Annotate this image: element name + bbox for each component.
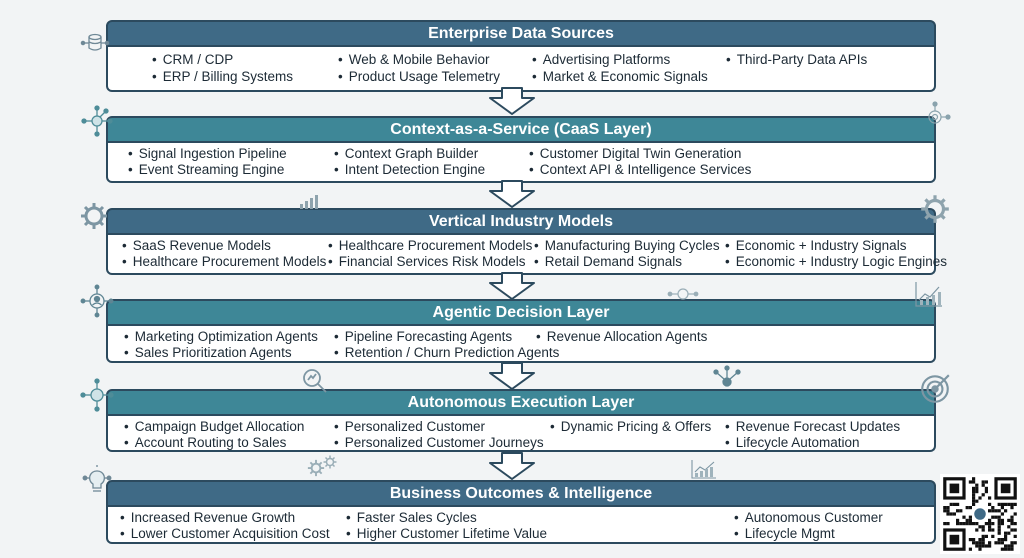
database-network-icon	[80, 33, 110, 51]
layer-items: Marketing Optimization Agents Sales Prio…	[106, 326, 936, 363]
gear-icon	[81, 203, 107, 229]
layer-title: Enterprise Data Sources	[106, 20, 936, 47]
list-item: Signal Ingestion Pipeline	[128, 146, 287, 161]
list-item: Financial Services Risk Models	[328, 254, 526, 269]
layer-title: Vertical Industry Models	[106, 208, 936, 235]
list-item: Sales Prioritization Agents	[124, 345, 292, 360]
list-item: Autonomous Customer	[734, 510, 883, 525]
down-arrow-icon	[489, 362, 535, 390]
down-arrow-icon	[489, 272, 535, 300]
layer-title: Business Outcomes & Intelligence	[106, 480, 936, 507]
list-item: Personalized Customer Journeys	[334, 435, 544, 450]
list-item: Economic + Industry Signals	[725, 238, 907, 253]
list-item: Third-Party Data APIs	[726, 52, 868, 67]
gear-icon	[307, 459, 325, 477]
layer-enterprise-data-sources: Enterprise Data Sources CRM / CDP ERP / …	[106, 20, 936, 92]
person-network-icon	[80, 284, 114, 318]
list-item: Manufacturing Buying Cycles	[534, 238, 720, 253]
list-item: ERP / Billing Systems	[152, 69, 293, 84]
network-nodes-icon	[667, 288, 699, 300]
lightbulb-icon	[82, 465, 112, 492]
qr-code-icon	[940, 474, 1020, 554]
list-item: Increased Revenue Growth	[120, 510, 295, 525]
layer-vertical-industry-models: Vertical Industry Models SaaS Revenue Mo…	[106, 208, 947, 275]
list-item: Retention / Churn Prediction Agents	[334, 345, 560, 360]
layer-context-as-a-service: Context-as-a-Service (CaaS Layer) Signal…	[106, 116, 936, 183]
layer-items: Increased Revenue Growth Lower Customer …	[106, 507, 936, 544]
layer-items: CRM / CDP ERP / Billing Systems Web & Mo…	[106, 47, 936, 92]
magnifier-chart-icon	[303, 369, 327, 393]
list-item: Higher Customer Lifetime Value	[346, 526, 547, 541]
layer-items: SaaS Revenue Models Healthcare Procureme…	[106, 235, 947, 275]
list-item: Event Streaming Engine	[128, 162, 285, 177]
layer-business-outcomes: Business Outcomes & Intelligence Increas…	[106, 480, 936, 544]
list-item: Account Routing to Sales	[124, 435, 287, 450]
list-item: SaaS Revenue Models	[122, 238, 271, 253]
list-item: Lifecycle Mgmt	[734, 526, 835, 541]
layer-items: Campaign Budget Allocation Account Routi…	[106, 416, 936, 452]
list-item: Intent Detection Engine	[334, 162, 485, 177]
list-item: Customer Digital Twin Generation	[529, 146, 742, 161]
list-item: Product Usage Telemetry	[338, 69, 500, 84]
list-item: Marketing Optimization Agents	[124, 329, 318, 344]
layer-title: Agentic Decision Layer	[106, 299, 936, 326]
bar-chart-icon	[691, 460, 716, 479]
list-item: Dynamic Pricing & Offers	[550, 419, 712, 434]
bar-chart-icon	[300, 195, 318, 209]
layer-items: Signal Ingestion Pipeline Event Streamin…	[106, 143, 936, 183]
list-item: Advertising Platforms	[532, 52, 671, 67]
list-item: Personalized Customer	[334, 419, 485, 434]
list-item: CRM / CDP	[152, 52, 234, 67]
down-arrow-icon	[489, 180, 535, 208]
network-nodes-icon	[81, 105, 113, 137]
list-item: Revenue Forecast Updates	[725, 419, 900, 434]
network-nodes-icon	[80, 378, 114, 412]
gear-icon	[323, 455, 337, 469]
network-nodes-icon	[928, 101, 951, 124]
list-item: Context API & Intelligence Services	[529, 162, 752, 177]
down-arrow-icon	[489, 87, 535, 115]
network-nodes-icon	[713, 365, 741, 387]
list-item: Context Graph Builder	[334, 146, 479, 161]
list-item: Revenue Allocation Agents	[536, 329, 708, 344]
list-item: Healthcare Procurement Models	[122, 254, 327, 269]
list-item: Lower Customer Acquisition Cost	[120, 526, 330, 541]
list-item: Retail Demand Signals	[534, 254, 682, 269]
bar-chart-icon	[915, 282, 942, 307]
list-item: Web & Mobile Behavior	[338, 52, 490, 67]
list-item: Healthcare Procurement Models	[328, 238, 533, 253]
target-icon	[921, 374, 950, 403]
list-item: Pipeline Forecasting Agents	[334, 329, 512, 344]
layer-title: Autonomous Execution Layer	[106, 389, 936, 416]
layer-autonomous-execution: Autonomous Execution Layer Campaign Budg…	[106, 389, 936, 452]
list-item: Market & Economic Signals	[532, 69, 708, 84]
list-item: Campaign Budget Allocation	[124, 419, 305, 434]
down-arrow-icon	[489, 452, 535, 480]
list-item: Faster Sales Cycles	[346, 510, 477, 525]
layer-agentic-decision: Agentic Decision Layer Marketing Optimiz…	[106, 299, 936, 363]
layer-title: Context-as-a-Service (CaaS Layer)	[106, 116, 936, 143]
list-item: Economic + Industry Logic Engines	[725, 254, 947, 269]
gear-icon	[921, 195, 949, 223]
list-item: Lifecycle Automation	[725, 435, 860, 450]
